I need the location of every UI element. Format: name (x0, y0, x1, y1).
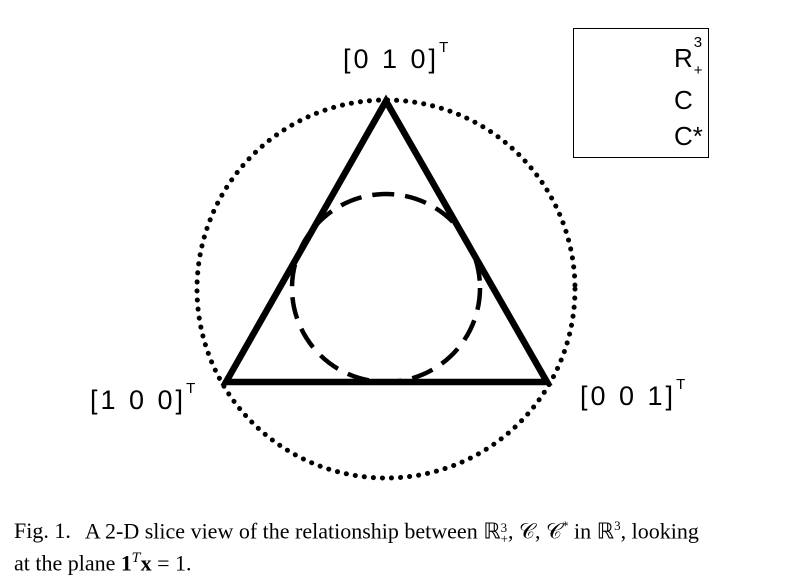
caption-transpose: T (131, 551, 141, 567)
vertex-label-top-text: [0 1 0] (343, 44, 440, 74)
dual-cone-circle (194, 97, 578, 481)
vertex-label-left-transpose: T (186, 380, 196, 397)
caption-line2-text: at the plane (14, 550, 121, 576)
legend-item-c: C (574, 85, 708, 115)
caption-text-3: in ℝ (568, 518, 615, 544)
legend-item-cstar: C* (574, 121, 708, 151)
vertex-label-right-text: [0 0 1] (580, 381, 677, 411)
figure-caption: Fig. 1. A 2-D slice view of the relations… (14, 512, 799, 578)
caption-rplus-scripts: 3+ (500, 520, 508, 547)
vertex-label-left-text: [1 0 0] (90, 385, 187, 415)
caption-label: Fig. 1. (14, 518, 71, 544)
diagram-canvas (194, 94, 578, 481)
vertex-label-top: [0 1 0]T (343, 40, 448, 74)
caption-text-2: , 𝒞, 𝒞 (507, 518, 563, 544)
caption-line2-end: = 1. (151, 550, 192, 576)
caption-x-vector: x (140, 550, 152, 576)
vertex-label-right-transpose: T (676, 376, 686, 393)
legend-label-cstar: C* (674, 121, 703, 151)
vertex-label-top-transpose: T (439, 39, 449, 56)
caption-line-1: Fig. 1. A 2-D slice view of the relations… (14, 512, 799, 545)
legend-label-c: C (674, 85, 693, 115)
caption-ones-vector: 1 (120, 550, 132, 576)
nonnegative-orthant-triangle (220, 94, 553, 386)
caption-text-1: A 2-D slice view of the relationship bet… (84, 518, 501, 544)
caption-r3-sup: 3 (614, 518, 621, 533)
caption-cstar-sup: * (562, 518, 569, 533)
caption-text-4: , looking (620, 518, 699, 544)
vertex-label-right: [0 0 1]T (580, 377, 685, 411)
caption-line-2: at the plane 1Tx = 1. (14, 545, 799, 577)
vertex-label-left: [1 0 0]T (90, 381, 195, 415)
